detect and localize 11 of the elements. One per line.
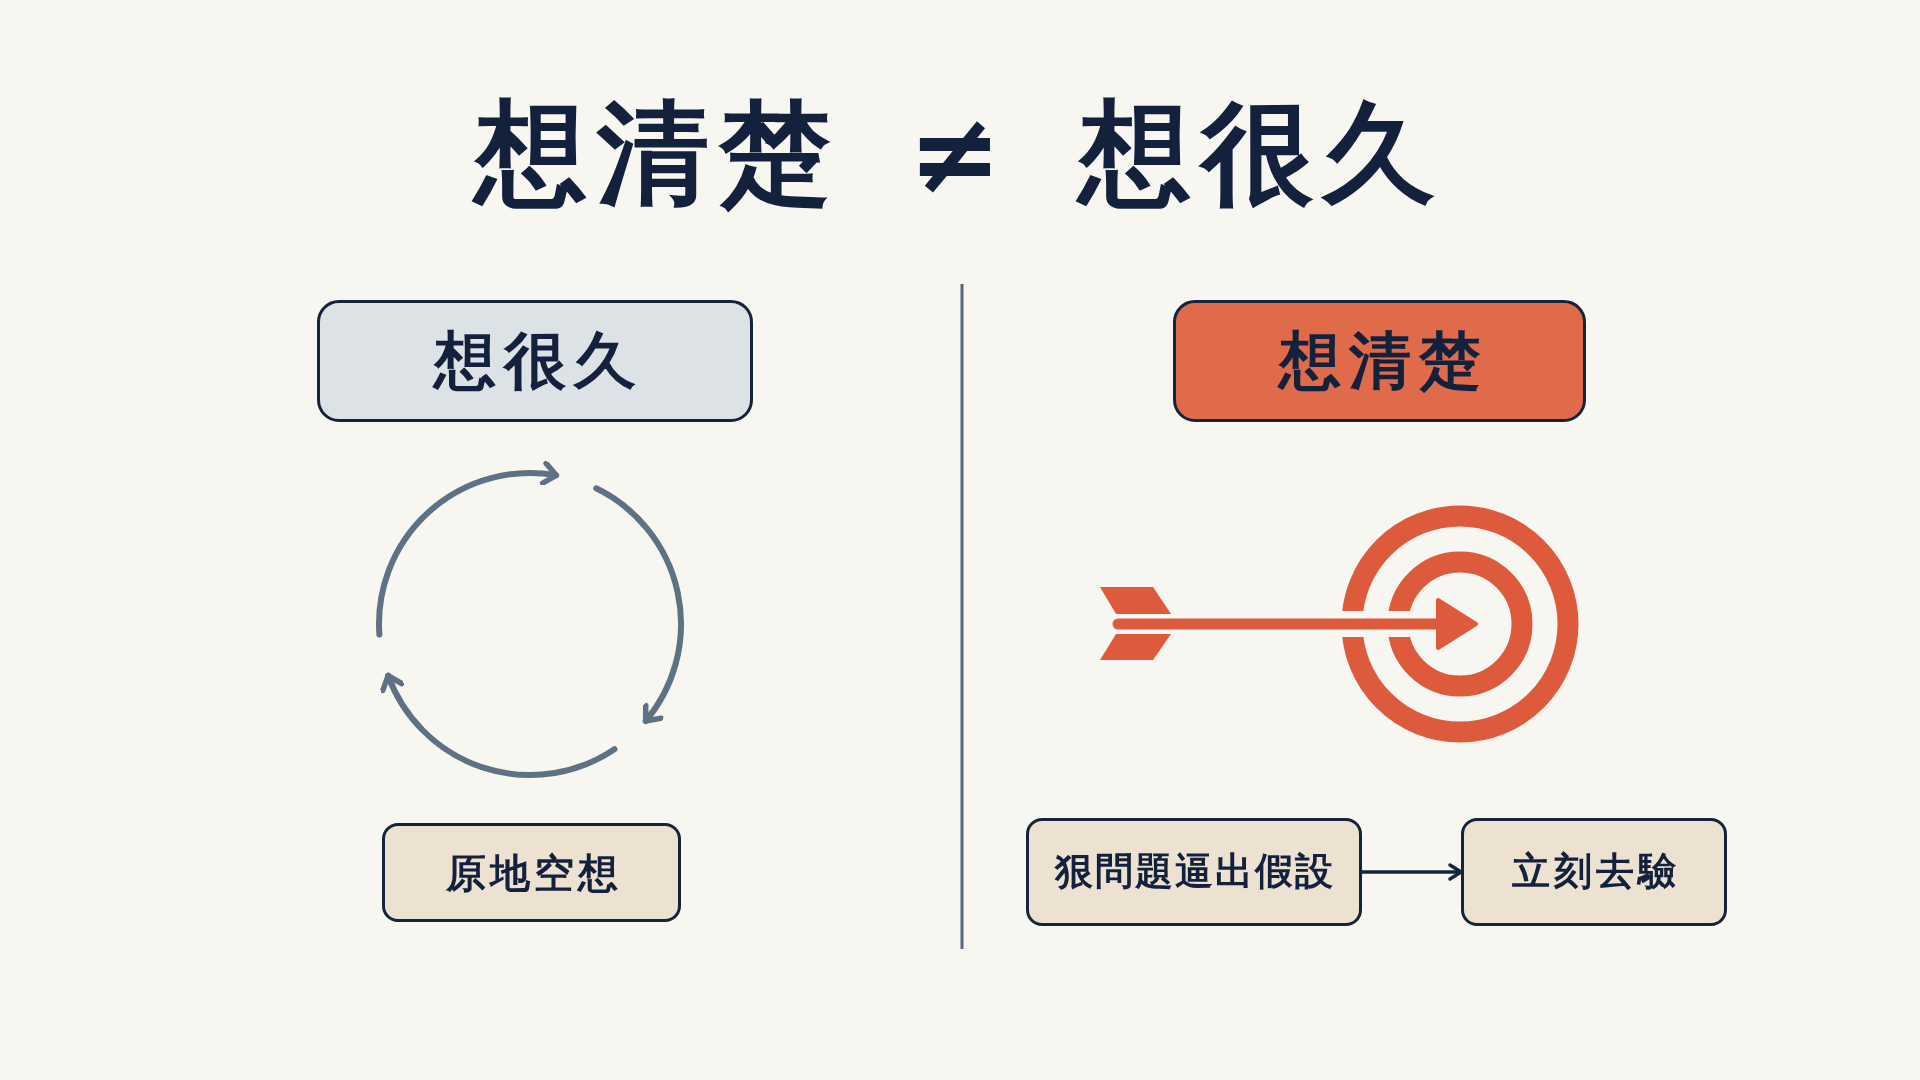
header-label: 想清楚: [1276, 325, 1489, 397]
step-box: [1461, 818, 1727, 926]
header-box: [317, 300, 753, 422]
step-box: [382, 823, 681, 922]
arrow: [1362, 863, 1463, 881]
step-label: 立刻去驗: [1511, 850, 1680, 894]
step-label: 狠問題逼出假設: [1053, 850, 1335, 894]
header-box: [1173, 300, 1586, 422]
step-label: 原地空想: [444, 849, 622, 896]
step-box: [1026, 818, 1362, 926]
header-label: 想很久: [431, 325, 644, 397]
